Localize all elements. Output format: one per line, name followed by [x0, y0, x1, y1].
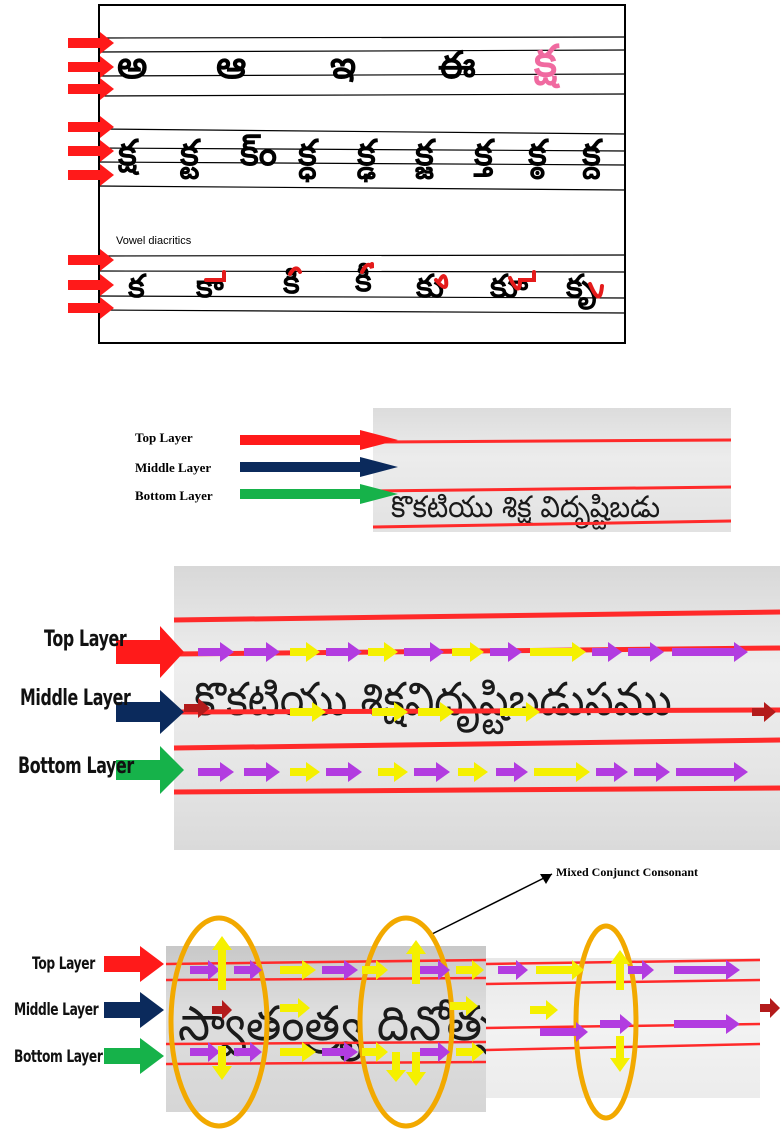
subscript-glyph: క్ఠ	[528, 133, 547, 174]
figure-d-label-middle: Middle Layer	[14, 1000, 99, 1020]
subscript-glyph: క్ద	[582, 133, 601, 174]
subscript-glyph: క్త	[474, 133, 493, 174]
mixed-conjunct-annotation: Mixed Conjunct Consonant	[556, 865, 699, 879]
figure-b-overlay	[240, 430, 732, 529]
diacritic-glyph: కా	[196, 267, 224, 305]
subscript-glyph: క్ఢ	[357, 133, 376, 174]
vowel-glyph: అ	[117, 43, 148, 87]
figure-a-arrows	[68, 32, 114, 319]
figure-c-overlay	[116, 609, 781, 795]
subscript-glyph: క్ట	[180, 133, 199, 174]
figure-c-label-middle: Middle Layer	[20, 686, 131, 711]
subscript-glyph: క్ధ	[298, 133, 317, 174]
subscript-glyph: క్ం	[240, 133, 278, 174]
vowel-glyph: ఈ	[438, 43, 476, 87]
diacritic-glyph: క	[128, 267, 145, 305]
legend-middle-layer: Middle Layer	[135, 460, 212, 475]
subscript-glyph: క్జ	[415, 133, 434, 174]
diacritic-glyph: కీ	[355, 261, 372, 299]
figure-d-label-bottom: Bottom Layer	[14, 1047, 103, 1067]
figure-b-photo: కొకటియు శిక్ష విదృష్టిబడు	[373, 408, 731, 532]
diacritic-glyph: కి	[283, 263, 300, 301]
figure-d-label-top: Top Layer	[32, 954, 95, 974]
subscript-glyph: క్ష	[118, 133, 137, 174]
figure-c-label-bottom: Bottom Layer	[18, 754, 134, 779]
figure-a-lines	[68, 32, 627, 319]
legend-top-layer: Top Layer	[135, 430, 193, 445]
vowel-diacritics-caption: Vowel diacritics	[116, 235, 192, 247]
vowel-glyph: ఇ	[330, 43, 357, 87]
figure-c-handwriting: కొకటియు శిక్షవిదృష్టిబడుసము	[194, 672, 672, 726]
diacritic-glyph: కూ	[490, 267, 529, 305]
diacritic-marks	[204, 262, 604, 299]
legend-bottom-layer: Bottom Layer	[135, 488, 213, 503]
figure-c-label-top: Top Layer	[44, 627, 127, 652]
figure-d-overlay	[104, 873, 780, 1129]
conjunct-glyph-pink: క్ష	[534, 36, 557, 87]
figure-b-handwriting: కొకటియు శిక్ష విదృష్టిబడు	[391, 490, 661, 525]
vowel-glyph: ఆ	[216, 43, 247, 87]
